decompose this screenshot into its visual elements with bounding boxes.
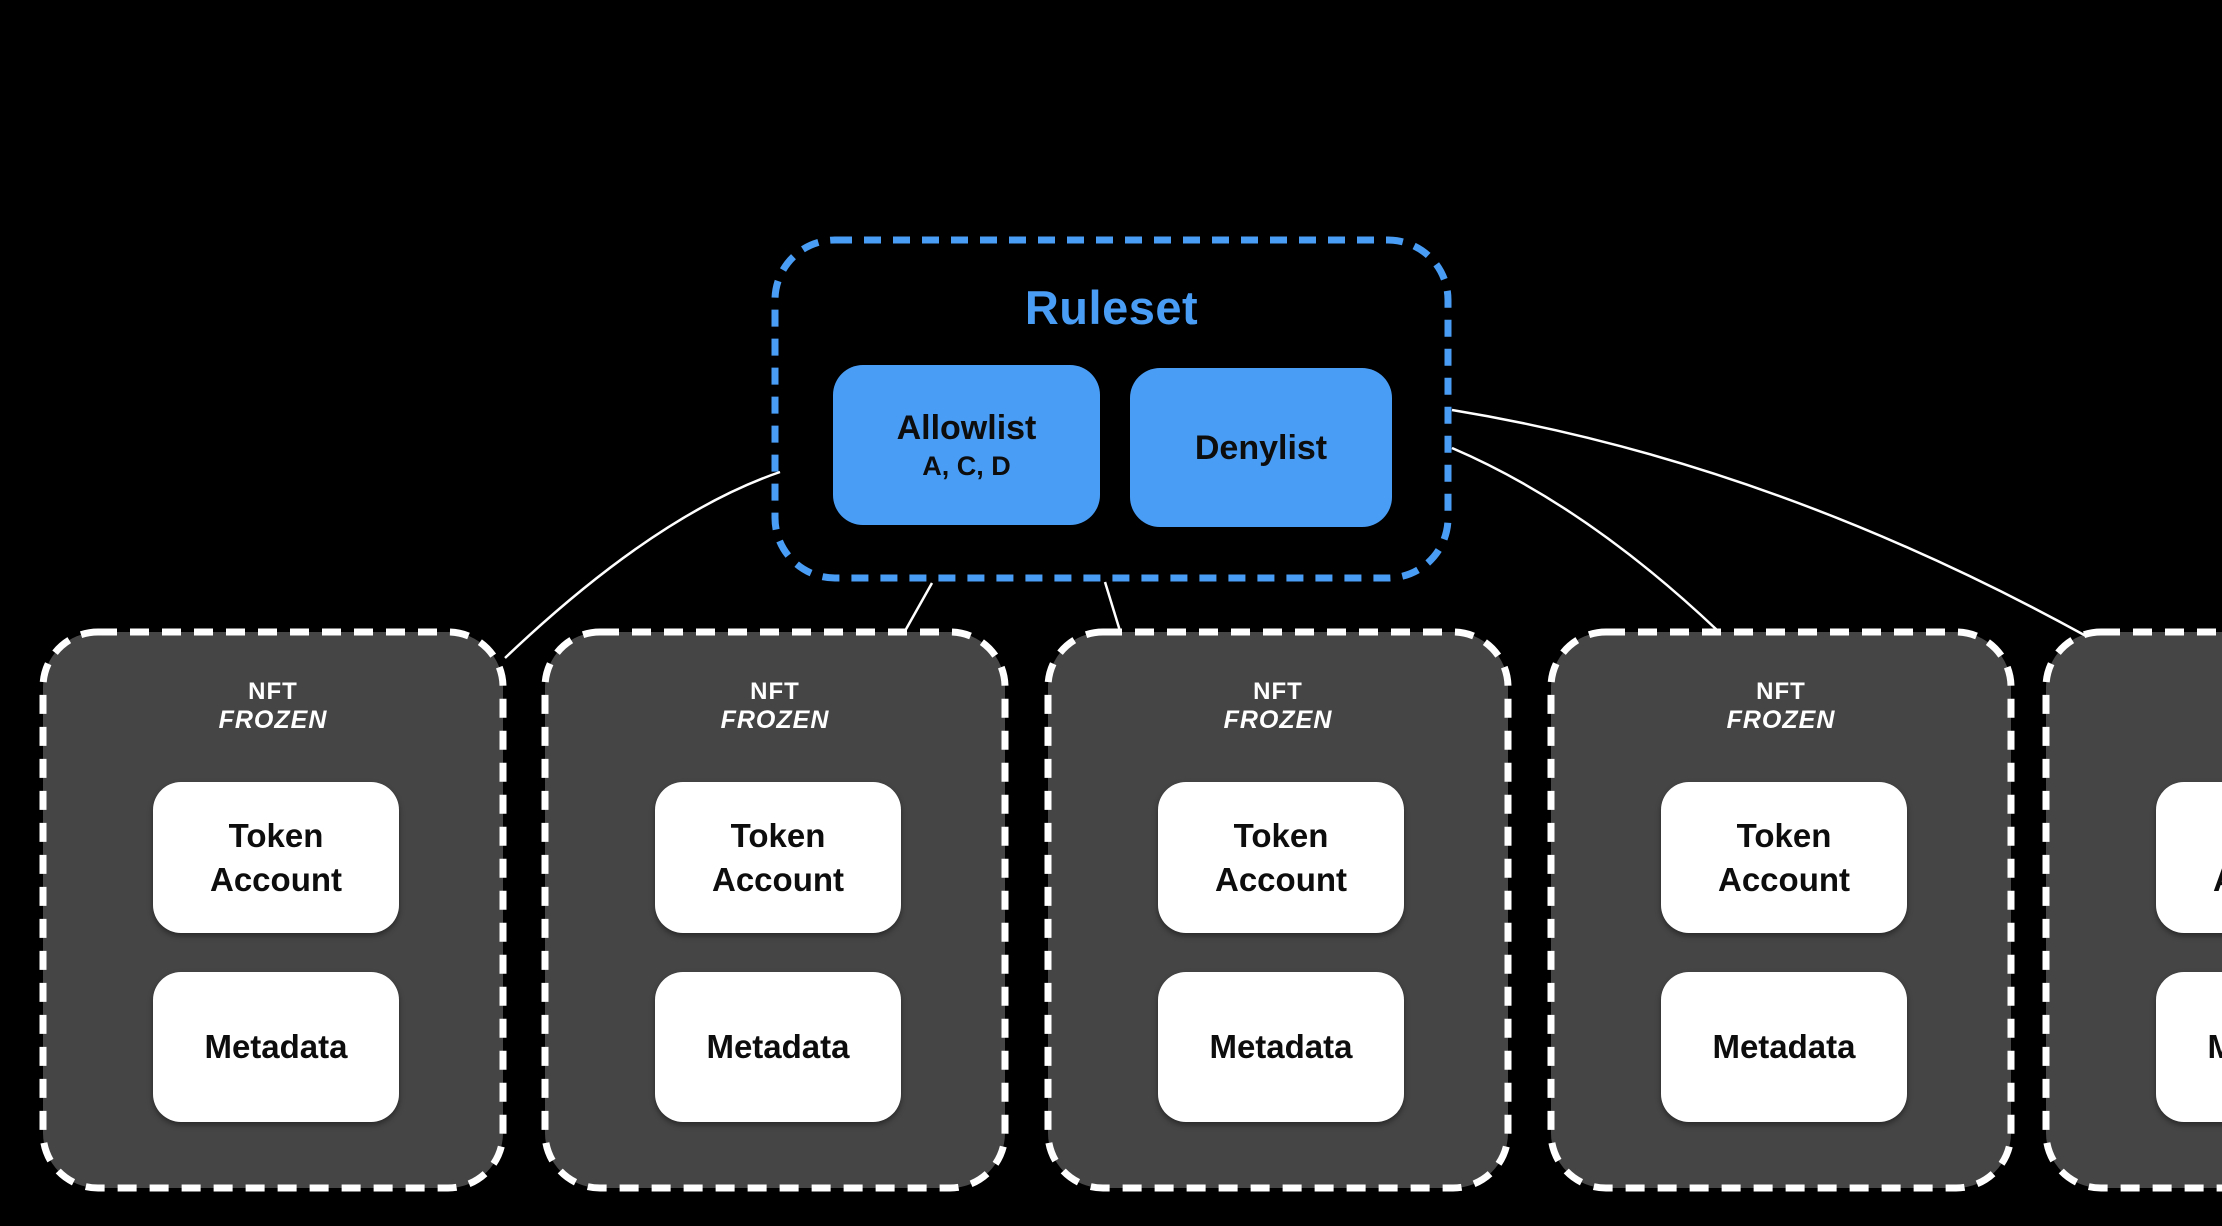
nft-type-label: NFT	[2046, 677, 2222, 706]
token-account-box: Token Account	[1158, 782, 1404, 933]
denylist-box: Denylist	[1130, 368, 1392, 527]
token-account-box: Token Account	[1661, 782, 1907, 933]
allowlist-entries: A, C, D	[922, 451, 1011, 481]
nft-type-label: NFT	[1756, 678, 1806, 705]
allowlist-label: Allowlist	[896, 409, 1037, 447]
nft-card-heading: NFT FROZEN	[43, 677, 503, 735]
nft-card: NFT FROZEN Token Account Metadata	[2046, 632, 2222, 1188]
metadata-box: Metadata	[1158, 972, 1404, 1122]
connector-to-card-4	[1451, 446, 1718, 631]
ruleset-title: Ruleset	[1024, 281, 1199, 334]
nft-status-label: FROZEN	[2046, 706, 2222, 735]
nft-status-label: FROZEN	[720, 706, 830, 734]
connector-to-card-5	[1451, 408, 2087, 638]
connector-to-card-2	[903, 582, 934, 632]
token-account-box: Token Account	[2156, 782, 2222, 933]
nft-card-heading: NFT FROZEN	[1551, 677, 2011, 735]
nft-card: NFT FROZEN Token Account Metadata	[43, 632, 503, 1188]
metadata-box: Metadata	[153, 972, 399, 1122]
nft-card: NFT FROZEN Token Account Metadata	[1551, 632, 2011, 1188]
metadata-box: Metadata	[2156, 972, 2222, 1122]
denylist-label: Denylist	[1194, 428, 1328, 467]
nft-card-heading: NFT FROZEN	[545, 677, 1005, 735]
connector-to-card-3	[1103, 581, 1122, 632]
token-account-box: Token Account	[153, 782, 399, 933]
ruleset-container: Ruleset Allowlist A, C, D Denylist	[775, 240, 1448, 578]
nft-type-label: NFT	[1253, 678, 1303, 705]
nft-type-label: NFT	[750, 678, 800, 705]
metadata-box: Metadata	[1661, 972, 1907, 1122]
nft-type-label: NFT	[248, 678, 298, 705]
metadata-box: Metadata	[655, 972, 901, 1122]
connector-to-card-1	[504, 470, 781, 659]
token-account-box: Token Account	[655, 782, 901, 933]
nft-card-heading: NFT FROZEN	[2046, 677, 2222, 735]
nft-card: NFT FROZEN Token Account Metadata	[1048, 632, 1508, 1188]
nft-card-heading: NFT FROZEN	[1048, 677, 1508, 735]
nft-status-label: FROZEN	[1726, 706, 1836, 734]
allowlist-box: Allowlist A, C, D	[833, 365, 1100, 525]
nft-card: NFT FROZEN Token Account Metadata	[545, 632, 1005, 1188]
nft-status-label: FROZEN	[1223, 706, 1333, 734]
nft-status-label: FROZEN	[218, 706, 328, 734]
connector-lines	[504, 408, 2087, 659]
